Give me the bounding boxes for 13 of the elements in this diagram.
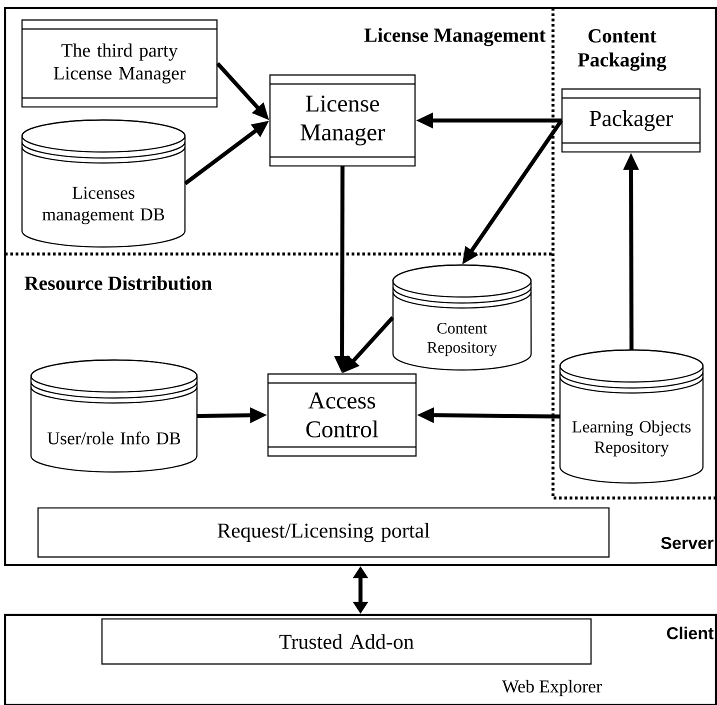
component-box: Trusted Add-on (101, 618, 592, 665)
region-label: Content Packaging (578, 29, 666, 71)
process-box: The third party License Manager (21, 19, 218, 108)
database-cylinder: User/role Info DB (30, 359, 198, 473)
process-box: Access Control (267, 373, 417, 457)
region-label: License Management (364, 28, 546, 46)
process-box: Packager (561, 88, 701, 153)
database-cylinder: Content Repository (392, 264, 532, 371)
process-box: License Manager (269, 74, 416, 167)
database-cylinder: Learning Objects Repository (559, 349, 704, 484)
region-label: Resource Distribution (24, 276, 212, 290)
component-box: Request/Licensing portal (37, 507, 610, 558)
database-cylinder: Licenses management DB (21, 119, 186, 248)
